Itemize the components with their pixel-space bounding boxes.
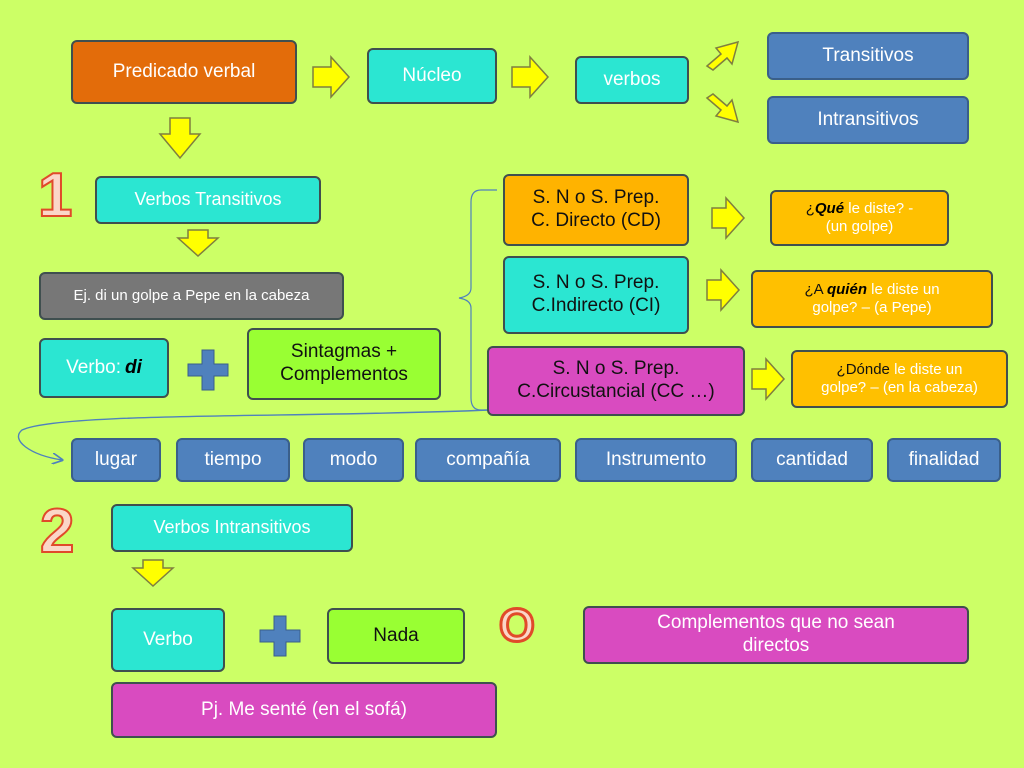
question-cc: ¿Dónde le diste un golpe? – (en la cabez… bbox=[791, 350, 1008, 408]
arrow-right-cc bbox=[751, 357, 786, 401]
verbos-intransitivos-box: Verbos Intransitivos bbox=[111, 504, 353, 552]
arrow-diag-down bbox=[705, 93, 740, 124]
cc-type-lugar: lugar bbox=[71, 438, 161, 482]
question-cd: ¿Qué le diste? - (un golpe) bbox=[770, 190, 949, 246]
arrow-down-2 bbox=[176, 229, 220, 258]
arrow-down-3 bbox=[131, 559, 175, 588]
pj-example-box: Pj. Me senté (en el sofá) bbox=[111, 682, 497, 738]
section-number-2: 2 bbox=[39, 496, 76, 567]
intransitivos-box: Intransitivos bbox=[767, 96, 969, 144]
predicado-verbal-box: Predicado verbal bbox=[71, 40, 297, 104]
verbo-box: Verbo bbox=[111, 608, 225, 672]
ci-box: S. N o S. Prep.C.Indirecto (CI) bbox=[503, 256, 689, 334]
arrow-right-1 bbox=[312, 55, 351, 99]
cc-type-compania: compañía bbox=[415, 438, 561, 482]
arrow-right-2 bbox=[511, 55, 550, 99]
cd-box: S. N o S. Prep.C. Directo (CD) bbox=[503, 174, 689, 246]
cc-type-instrumento: Instrumento bbox=[575, 438, 737, 482]
cc-box: S. N o S. Prep.C.Circustancial (CC …) bbox=[487, 346, 745, 416]
brace bbox=[458, 189, 497, 411]
arrow-right-cd bbox=[711, 196, 746, 240]
nada-box: Nada bbox=[327, 608, 465, 664]
cc-type-cantidad: cantidad bbox=[751, 438, 873, 482]
cc-type-finalidad: finalidad bbox=[887, 438, 1001, 482]
nucleo-box: Núcleo bbox=[367, 48, 497, 104]
transitivos-box: Transitivos bbox=[767, 32, 969, 80]
plus-icon bbox=[187, 349, 229, 391]
verbo-di-box: Verbo: di bbox=[39, 338, 169, 398]
arrow-down-1 bbox=[158, 117, 202, 160]
section-number-1: 1 bbox=[37, 160, 74, 231]
o-letter: O bbox=[498, 598, 537, 653]
verbos-box: verbos bbox=[575, 56, 689, 104]
arrow-diag-up bbox=[705, 40, 740, 71]
arrow-right-ci bbox=[706, 268, 741, 312]
cc-type-modo: modo bbox=[303, 438, 404, 482]
ejemplo-box: Ej. di un golpe a Pepe en la cabeza bbox=[39, 272, 344, 320]
question-ci: ¿A quién le diste un golpe? – (a Pepe) bbox=[751, 270, 993, 328]
curve-connector bbox=[17, 409, 491, 460]
cc-type-tiempo: tiempo bbox=[176, 438, 290, 482]
plus-icon bbox=[259, 615, 301, 657]
sintagmas-box: Sintagmas +Complementos bbox=[247, 328, 441, 400]
verbos-transitivos-box: Verbos Transitivos bbox=[95, 176, 321, 224]
